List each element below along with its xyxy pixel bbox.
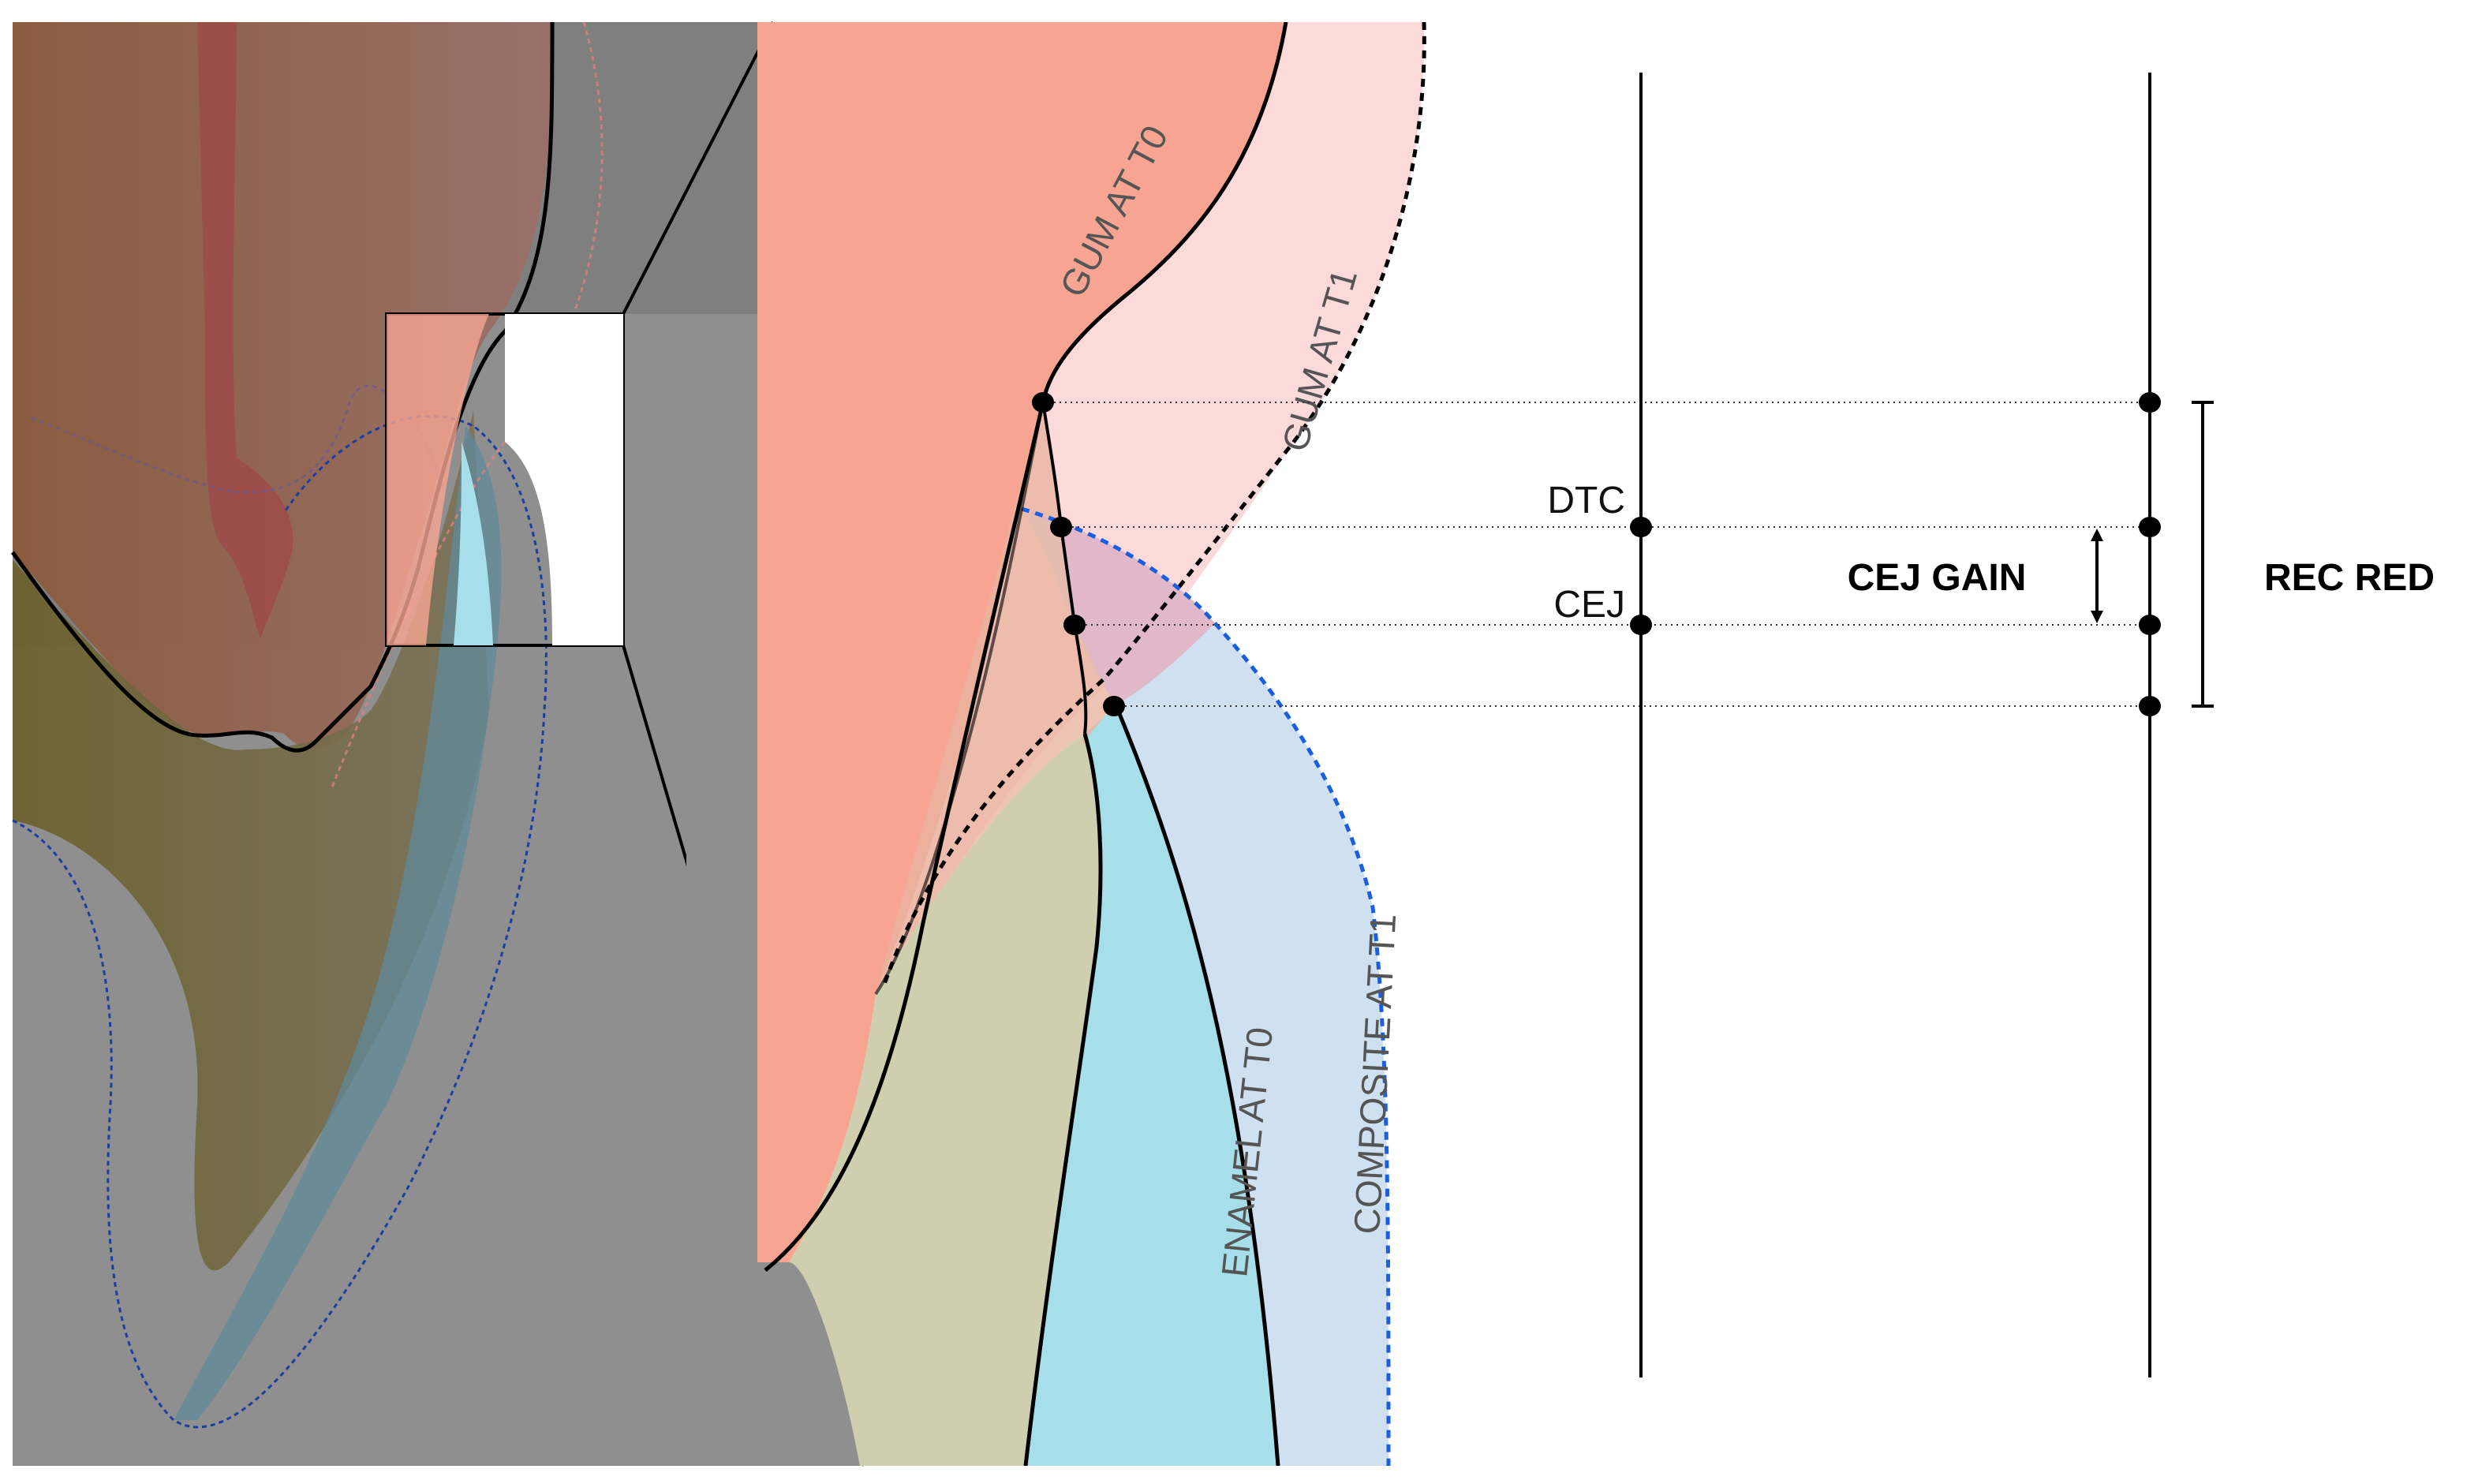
cej-gain-arrow [2091,529,2103,623]
enamel-t0-outline-right [1114,705,1280,1466]
overlap-purple [1022,509,1215,706]
overview-gum-t1-outline [330,21,604,790]
axis-right-point-3 [2139,615,2161,635]
zoom-box-gum-fill [387,314,489,645]
rec-red-bracket [2192,401,2214,708]
gum-t0-outline [764,22,1288,1272]
overview-pulp-canal [197,22,293,639]
axis-left-point-cej [1630,615,1652,635]
axis-left-point-dtc [1630,517,1652,537]
point-gum-t1 [1103,696,1125,716]
overview-dashed-loop [31,384,443,494]
overview-bone [13,410,489,1271]
point-dtc [1050,517,1072,537]
label-rec-red: REC RED [2264,557,2435,599]
axis-right-point-2 [2139,517,2161,537]
zoom-connector-upper [623,22,802,314]
overview-tooth-block [13,22,552,749]
axis-right-point-1 [2139,392,2161,413]
point-gum-t0 [1032,392,1054,413]
detail-panel: GUM AT T0 GUM AT T1 ENAMEL AT T0 COMPOSI… [686,22,1426,1466]
measurement-schematic: DTC CEJ CEJ GAIN REC RED [1032,73,2435,1377]
point-cej [1063,615,1086,635]
zoom-box-white [505,314,623,645]
overlap-region [876,402,1114,994]
label-cej-gain: CEJ GAIN [1848,557,2027,599]
label-dtc: DTC [1547,480,1625,521]
overview-tooth-outline [10,21,555,753]
label-cej: CEJ [1553,584,1625,626]
enamel-t0-outline-left [1023,733,1103,1466]
axis-right-point-4 [2139,696,2161,716]
bone-region [789,734,1101,1466]
connector-edge-top [622,21,775,315]
enamel-t0-region [1026,706,1278,1466]
overview-composite-outline [12,414,548,1429]
gingival-line [874,402,1045,996]
zoom-box-enamel-fill [454,442,493,645]
